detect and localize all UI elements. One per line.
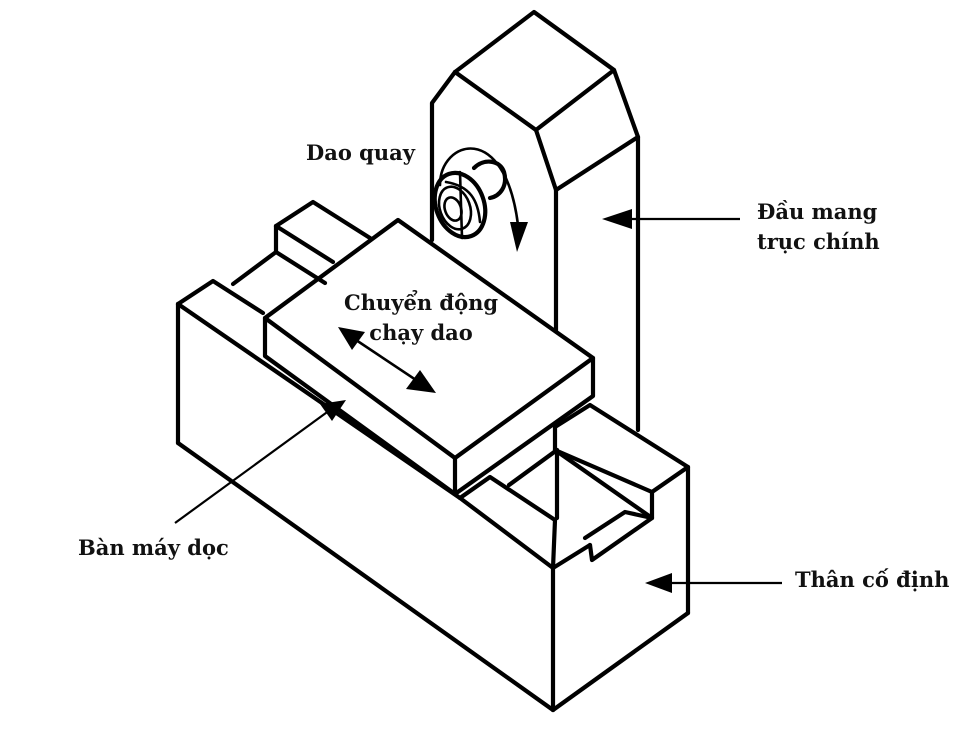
- leader-fixed-body: [645, 573, 782, 593]
- base-left-ledge: [175, 278, 266, 316]
- leader-longitudinal-table: [174, 400, 346, 524]
- leader-spindle-head-arrowhead-icon: [602, 209, 632, 229]
- cutter-teeth: [444, 170, 482, 240]
- label-feed-motion-line2: chạy dao: [369, 320, 473, 345]
- table-front-face: [262, 315, 458, 497]
- rotation-arrowhead-icon: [510, 222, 528, 252]
- label-fixed-body: Thân cố định: [795, 567, 950, 592]
- spindle-head-top-face: [452, 9, 617, 133]
- cutter-body: [432, 170, 488, 240]
- feed-arrow-head-forward-icon: [406, 370, 436, 393]
- label-feed-motion-line1: Chuyển động: [344, 290, 499, 315]
- slide-slot: [230, 249, 279, 287]
- leader-body-arrowhead-icon: [645, 573, 672, 593]
- leader-table-line: [174, 409, 331, 524]
- label-longitudinal-table: Bàn máy dọc: [78, 535, 229, 560]
- label-spindle-head: Đầu mang trục chính: [757, 197, 880, 257]
- base-front-step: [457, 474, 558, 571]
- base-slot-floor: [506, 447, 560, 488]
- feed-arrow-shaft: [348, 334, 427, 388]
- spindle-head-left-edge: [429, 69, 458, 243]
- work-table: [262, 217, 596, 497]
- base-slot-lip: [582, 509, 655, 563]
- spindle-head-front-chamfer: [533, 127, 641, 193]
- base-bottom-edge: [175, 440, 556, 713]
- rotating-cutter: [432, 147, 528, 252]
- base-front-step-top: [550, 542, 593, 571]
- label-spindle-head-line2: trục chính: [757, 229, 880, 254]
- leader-spindle-head: [602, 209, 740, 229]
- base-rear-block-front: [552, 424, 655, 521]
- label-rotating-cutter: Dao quay: [306, 140, 415, 165]
- spindle-head-right-edge: [611, 67, 641, 433]
- rotation-arc: [438, 147, 520, 227]
- base-rear-block-edge: [552, 447, 655, 495]
- slide-back-rail: [273, 199, 373, 241]
- cutter-inner-ring: [437, 185, 473, 231]
- label-spindle-head-line1: Đầu mang: [757, 199, 878, 224]
- spindle-head: [429, 9, 641, 433]
- feed-arrow-head-back-icon: [338, 327, 365, 350]
- leader-table-arrowhead-icon: [320, 400, 346, 421]
- longitudinal-slide: [230, 199, 373, 287]
- slide-back-rail-top-edge: [273, 223, 336, 265]
- table-right-face: [452, 355, 596, 497]
- cutter-hub: [471, 159, 508, 201]
- base-right-bottom-edge: [550, 610, 691, 713]
- base-rear-block-top: [552, 402, 691, 495]
- label-feed-motion: Chuyển động chạy dao: [344, 288, 498, 348]
- feed-motion-arrow: [338, 327, 436, 393]
